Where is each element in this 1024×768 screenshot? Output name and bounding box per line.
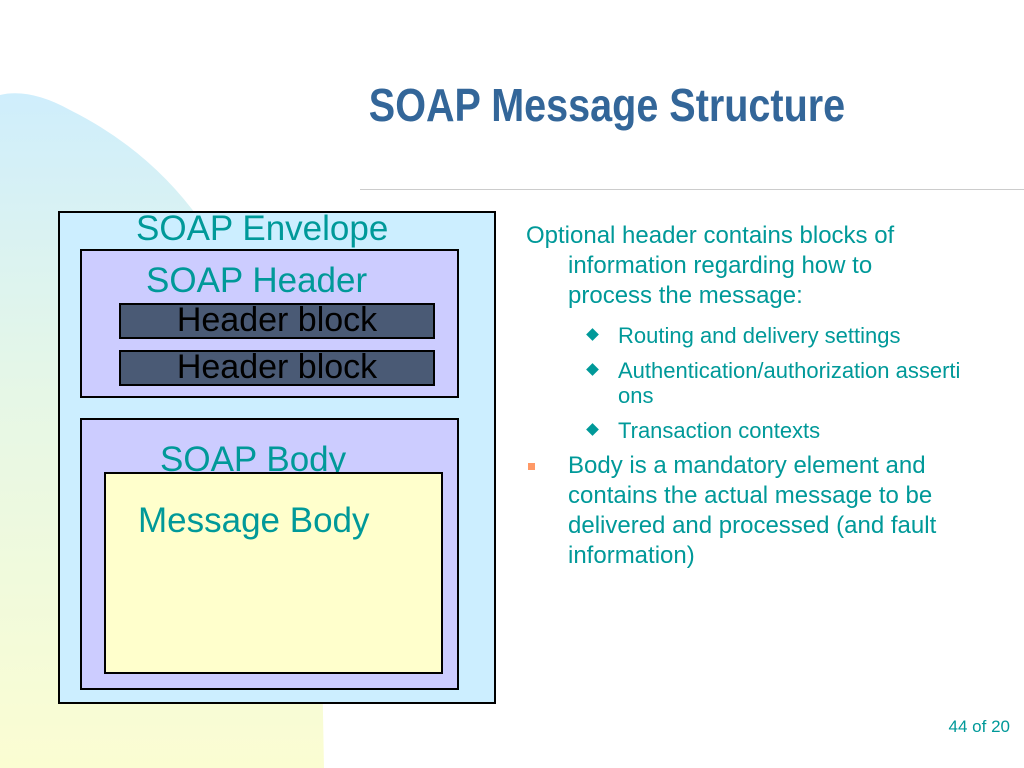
list-item: Authentication/authorization assertions xyxy=(522,358,962,408)
list-item-text: Authentication/authorization assertions xyxy=(618,358,961,408)
title-divider xyxy=(360,189,1024,190)
soap-header-box: SOAP Header Header block Header block xyxy=(80,249,459,398)
header-label: SOAP Header xyxy=(146,261,368,300)
header-block-label: Header block xyxy=(176,301,378,339)
page-indicator: 44 of 20 xyxy=(948,717,1010,736)
diamond-bullet-icon xyxy=(586,423,599,436)
list-item: Routing and delivery settings xyxy=(522,323,962,348)
diamond-bullet-icon xyxy=(586,363,599,376)
slide-title: SOAP Message Structure xyxy=(368,79,846,131)
list-item: Body is a mandatory element and contains… xyxy=(522,451,962,571)
header-block-label: Header block xyxy=(176,348,378,386)
header-block: Header block xyxy=(119,350,435,386)
header-paragraph: Optional header contains blocks of infor… xyxy=(526,222,895,309)
diamond-bullet-icon xyxy=(586,328,599,341)
soap-body-box: SOAP Body Message Body xyxy=(80,418,459,690)
list-item-text: Transaction contexts xyxy=(618,418,821,443)
list-item: Transaction contexts xyxy=(522,418,962,443)
body-bullet-text: Body is a mandatory element and contains… xyxy=(568,452,937,569)
message-body-box: Message Body xyxy=(104,472,443,674)
square-bullet-icon xyxy=(528,463,535,470)
header-block: Header block xyxy=(119,303,435,339)
description-text: Optional header contains blocks of infor… xyxy=(522,221,962,571)
list-item-text: Routing and delivery settings xyxy=(618,323,901,348)
envelope-label: SOAP Envelope xyxy=(136,209,389,248)
message-body-label: Message Body xyxy=(138,501,370,540)
